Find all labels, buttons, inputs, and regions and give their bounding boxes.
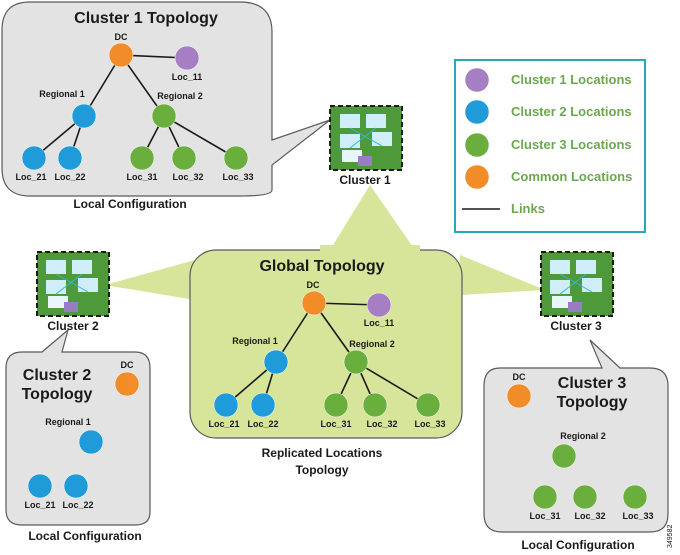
global-loc21-node — [213, 392, 239, 418]
c3-loc33-label: Loc_33 — [622, 511, 653, 521]
global-regional2-node — [343, 349, 369, 375]
global-topology-panel: Global Topology DC Loc_11 Regional 1 Reg… — [189, 245, 463, 439]
legend-swatch-cluster1 — [464, 67, 490, 93]
legend-label-cluster3: Cluster 3 Locations — [511, 137, 632, 152]
c2-loc22-node — [63, 473, 89, 499]
c2-regional1-label: Regional 1 — [45, 417, 91, 427]
loc11-node — [174, 45, 200, 71]
global-loc31-label: Loc_31 — [320, 419, 351, 429]
loc21-node — [21, 145, 47, 171]
global-loc32-node — [362, 392, 388, 418]
regional1-node — [71, 103, 97, 129]
c2-loc21-label: Loc_21 — [24, 500, 55, 510]
c2-loc21-node — [27, 473, 53, 499]
regional2-node — [151, 103, 177, 129]
cluster2-icon — [36, 251, 110, 317]
loc31-label: Loc_31 — [126, 172, 157, 182]
c3-loc33-node — [622, 484, 648, 510]
global-loc22-label: Loc_22 — [247, 419, 278, 429]
loc11-label: Loc_11 — [172, 72, 203, 82]
global-dc-node — [301, 290, 327, 316]
cluster2-connector — [105, 260, 195, 300]
legend-label-cluster2: Cluster 2 Locations — [511, 104, 632, 119]
figure-id: 349582 — [667, 525, 674, 548]
regional1-label: Regional 1 — [39, 89, 85, 99]
cluster3-topology-panel: DC Cluster 3 Topology Regional 2 Loc_31 … — [483, 339, 669, 533]
cluster2-caption: Local Configuration — [28, 529, 141, 543]
legend-swatch-cluster3 — [464, 132, 490, 158]
c3-dc-node — [506, 383, 532, 409]
global-loc11-node — [366, 292, 392, 318]
legend-label-common: Common Locations — [511, 169, 632, 184]
c3-dc-label: DC — [513, 372, 526, 382]
global-loc31-node — [323, 392, 349, 418]
global-loc33-node — [415, 392, 441, 418]
cluster2-label: Cluster 2 — [47, 319, 99, 333]
c3-loc32-label: Loc_32 — [574, 511, 605, 521]
cluster2-topology-panel: Cluster 2 Topology DC Regional 1 Loc_21 … — [5, 328, 151, 526]
loc21-label: Loc_21 — [15, 172, 46, 182]
global-loc21-label: Loc_21 — [208, 419, 239, 429]
c3-regional2-label: Regional 2 — [560, 431, 606, 441]
c3-loc31-label: Loc_31 — [529, 511, 560, 521]
global-loc22-node — [250, 392, 276, 418]
c3-loc31-node — [532, 484, 558, 510]
c2-dc-node — [114, 371, 140, 397]
global-regional1-node — [263, 349, 289, 375]
legend: Cluster 1 Locations Cluster 2 Locations … — [454, 59, 646, 233]
cluster1-caption: Local Configuration — [73, 197, 186, 211]
global-caption-line1: Replicated Locations — [262, 446, 383, 460]
loc31-node — [129, 145, 155, 171]
cluster2-title-line1: Cluster 2 — [23, 367, 92, 384]
regional2-label: Regional 2 — [157, 91, 203, 101]
cluster1-label: Cluster 1 — [339, 173, 391, 187]
legend-swatch-common — [464, 164, 490, 190]
cluster3-icon — [540, 251, 614, 317]
legend-swatch-cluster2 — [464, 99, 490, 125]
dc-label: DC — [115, 32, 128, 42]
dc-node — [108, 42, 134, 68]
c2-regional1-node — [78, 429, 104, 455]
legend-label-cluster1: Cluster 1 Locations — [511, 72, 632, 87]
global-title: Global Topology — [259, 258, 384, 275]
cluster3-caption: Local Configuration — [521, 538, 634, 552]
global-regional1-label: Regional 1 — [232, 336, 278, 346]
global-caption-line2: Topology — [295, 463, 348, 477]
c3-regional2-node — [551, 443, 577, 469]
global-dc-label: DC — [307, 280, 320, 290]
loc33-node — [223, 145, 249, 171]
cluster1-icon — [329, 105, 403, 171]
c2-dc-label: DC — [121, 360, 134, 370]
cluster3-label: Cluster 3 — [550, 319, 602, 333]
cluster3-connector — [460, 255, 545, 295]
loc22-node — [57, 145, 83, 171]
c2-loc22-label: Loc_22 — [62, 500, 93, 510]
global-loc11-label: Loc_11 — [364, 318, 395, 328]
loc22-label: Loc_22 — [54, 172, 85, 182]
c3-loc32-node — [572, 484, 598, 510]
global-loc32-label: Loc_32 — [366, 419, 397, 429]
cluster1-title: Cluster 1 Topology — [74, 10, 218, 27]
cluster3-title-line2: Topology — [557, 394, 628, 411]
global-loc33-label: Loc_33 — [414, 419, 445, 429]
cluster3-title-line1: Cluster 3 — [558, 375, 627, 392]
global-regional2-label: Regional 2 — [349, 339, 395, 349]
loc32-label: Loc_32 — [172, 172, 203, 182]
legend-label-links: Links — [511, 201, 545, 216]
loc32-node — [171, 145, 197, 171]
cluster1-topology-panel: Cluster 1 Topology DC Loc_11 Regional 1 … — [1, 1, 331, 197]
cluster1-connector — [330, 185, 415, 250]
cluster2-title-line2: Topology — [22, 386, 93, 403]
loc33-label: Loc_33 — [222, 172, 253, 182]
